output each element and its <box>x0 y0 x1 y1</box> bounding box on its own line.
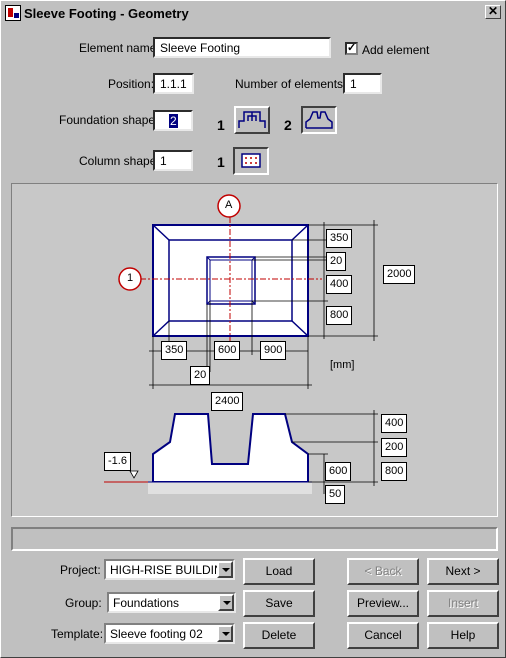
column-shape-input[interactable]: 1 <box>153 150 193 171</box>
element-name-label: Element name: <box>79 41 160 55</box>
next-button[interactable]: Next > <box>427 558 499 585</box>
foundation-shape-1-icon <box>238 111 266 128</box>
title-bar: Sleeve Footing - Geometry ✕ <box>3 3 503 23</box>
position-label: Position: <box>108 77 155 91</box>
window-title: Sleeve Footing - Geometry <box>24 5 189 21</box>
dim-20-bottom[interactable]: 20 <box>190 366 211 385</box>
section-dim-400[interactable]: 400 <box>381 414 408 433</box>
element-name-input[interactable]: Sleeve Footing <box>153 37 331 58</box>
chevron-down-icon[interactable] <box>217 625 233 642</box>
foundation-shape-value: 2 <box>169 114 178 128</box>
axis-a-label: A <box>225 199 233 211</box>
save-button[interactable]: Save <box>243 590 315 617</box>
column-shape-1-button[interactable] <box>233 147 269 175</box>
column-shape-label: Column shape: <box>79 154 160 168</box>
add-element-checkbox[interactable]: ✓ <box>345 42 358 55</box>
units-label: [mm] <box>330 359 355 371</box>
section-dim-800[interactable]: 800 <box>381 462 408 481</box>
position-input[interactable]: 1.1.1 <box>153 73 194 94</box>
status-bar <box>11 527 498 551</box>
delete-button[interactable]: Delete <box>243 622 315 649</box>
group-label: Group: <box>65 596 102 610</box>
dim-900[interactable]: 900 <box>260 341 287 360</box>
insert-button[interactable]: Insert <box>427 590 499 617</box>
foundation-shape-input[interactable]: 2 <box>153 110 193 131</box>
chevron-down-icon[interactable] <box>218 594 234 611</box>
section-dim-600[interactable]: 600 <box>325 462 352 481</box>
cancel-button[interactable]: Cancel <box>347 622 419 649</box>
dim-600[interactable]: 600 <box>214 341 241 360</box>
dim-350-right[interactable]: 350 <box>326 229 353 248</box>
foundation-shape-2-button[interactable] <box>301 106 337 134</box>
project-value: HIGH-RISE BUILDING <box>110 563 233 577</box>
footing-drawing <box>104 194 378 494</box>
dim-20-right[interactable]: 20 <box>326 252 347 271</box>
section-dim-200[interactable]: 200 <box>381 438 408 457</box>
column-shape-1-icon <box>241 153 261 168</box>
load-button[interactable]: Load <box>243 558 315 585</box>
dim-350-bottom[interactable]: 350 <box>161 341 188 360</box>
help-button[interactable]: Help <box>427 622 499 649</box>
add-element-label: Add element <box>362 43 430 57</box>
chevron-down-icon[interactable] <box>217 561 233 578</box>
template-select[interactable]: Sleeve footing 02 <box>104 623 235 644</box>
project-select[interactable]: HIGH-RISE BUILDING <box>104 559 235 580</box>
column-option-1-label: 1 <box>217 154 225 170</box>
preview-button[interactable]: Preview... <box>347 590 419 617</box>
close-button[interactable]: ✕ <box>485 5 501 19</box>
template-label: Template: <box>51 627 104 641</box>
foundation-shape-label: Foundation shape: <box>59 113 159 127</box>
geometry-diagram: A 1 350 20 400 800 2000 350 600 900 20 2… <box>11 183 498 517</box>
foundation-shape-1-button[interactable] <box>234 106 270 134</box>
foundation-shape-2-icon <box>305 111 333 129</box>
dim-2400[interactable]: 2400 <box>211 392 244 411</box>
dim-800-right[interactable]: 800 <box>326 306 353 325</box>
group-value: Foundations <box>113 596 180 610</box>
dim-2000[interactable]: 2000 <box>383 265 416 284</box>
project-label: Project: <box>60 563 101 577</box>
number-of-elements-input[interactable]: 1 <box>343 73 382 94</box>
dim-400-right[interactable]: 400 <box>326 275 353 294</box>
axis-1-label: 1 <box>127 272 134 284</box>
foundation-option-1-label: 1 <box>217 117 225 133</box>
level-input[interactable]: -1.6 <box>104 452 131 471</box>
back-button[interactable]: < Back <box>347 558 419 585</box>
template-value: Sleeve footing 02 <box>110 627 203 641</box>
app-icon <box>5 5 21 21</box>
number-of-elements-label: Number of elements: <box>235 77 347 91</box>
group-select[interactable]: Foundations <box>107 592 236 613</box>
section-dim-50[interactable]: 50 <box>325 485 346 504</box>
foundation-option-2-label: 2 <box>284 117 292 133</box>
